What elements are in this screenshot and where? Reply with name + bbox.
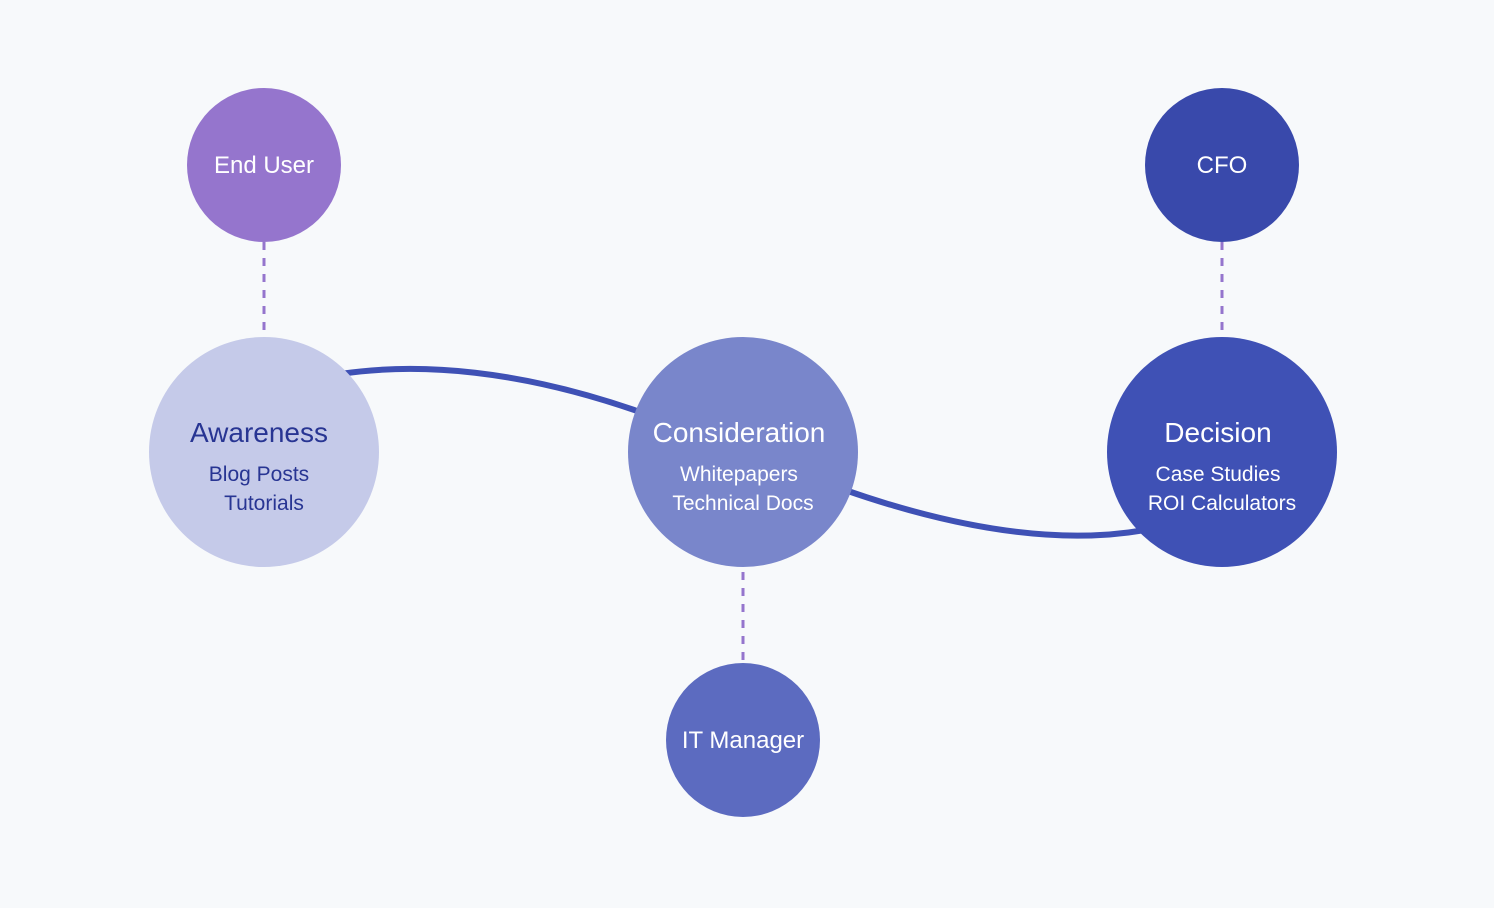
persona-it-manager-circle: [666, 663, 820, 817]
flow-line-consideration-decision: [842, 487, 1148, 539]
stage-decision-circle: [1107, 337, 1337, 567]
stage-consideration-item-1: Whitepapers: [680, 463, 798, 486]
persona-it-manager: IT Manager: [666, 663, 820, 817]
stage-consideration-circle: [628, 337, 858, 567]
stage-decision-item-2: ROI Calculators: [1148, 492, 1296, 515]
persona-end-user: End User: [187, 88, 341, 242]
persona-cfo: CFO: [1145, 88, 1299, 242]
persona-cfo-label: CFO: [1197, 152, 1248, 179]
stage-decision-title: Decision: [1164, 417, 1271, 448]
stage-consideration: Consideration Whitepapers Technical Docs: [628, 337, 858, 567]
stage-awareness-title: Awareness: [190, 417, 328, 448]
persona-it-manager-label: IT Manager: [682, 727, 804, 754]
persona-end-user-circle: [187, 88, 341, 242]
stage-awareness-circle: [149, 337, 379, 567]
stage-consideration-title: Consideration: [653, 417, 826, 448]
stage-awareness: Awareness Blog Posts Tutorials: [149, 337, 379, 567]
stage-awareness-item-1: Blog Posts: [209, 463, 309, 486]
persona-end-user-label: End User: [214, 152, 314, 179]
stage-consideration-item-2: Technical Docs: [672, 492, 813, 515]
flow-line-awareness-consideration: [337, 365, 643, 415]
persona-cfo-circle: [1145, 88, 1299, 242]
stage-decision: Decision Case Studies ROI Calculators: [1107, 337, 1337, 567]
stage-decision-item-1: Case Studies: [1156, 463, 1281, 486]
stage-awareness-item-2: Tutorials: [224, 492, 304, 515]
